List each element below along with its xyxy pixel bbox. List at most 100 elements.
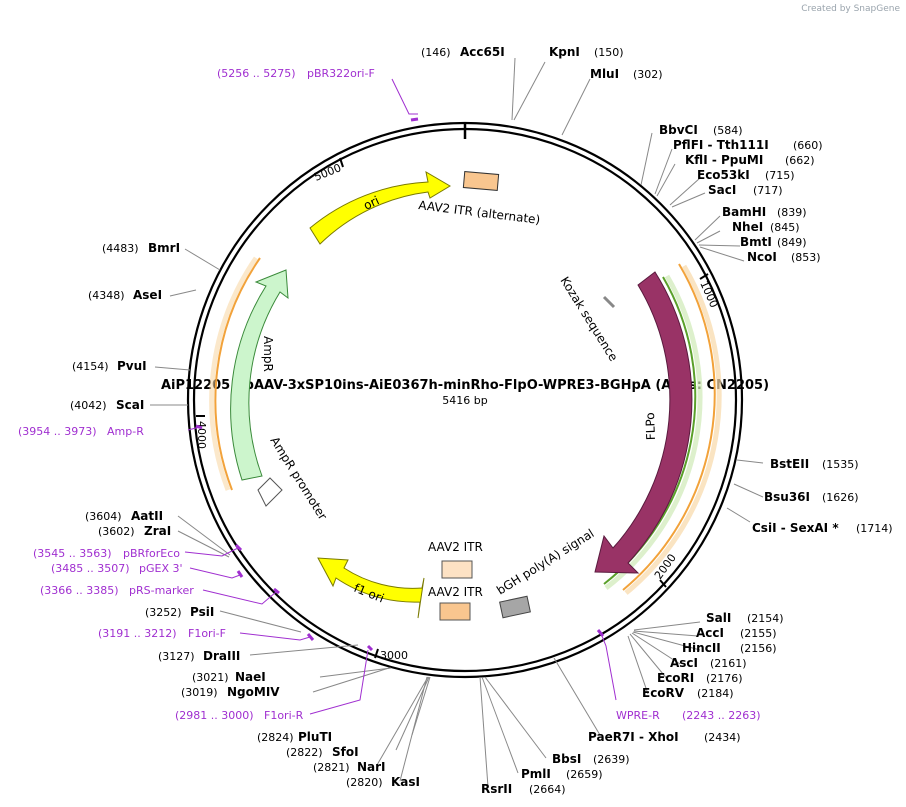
flpo-label: FLPo xyxy=(643,412,658,440)
aav2-itr-alt-feature[interactable] xyxy=(462,171,500,191)
ori-feature[interactable] xyxy=(309,171,451,245)
site-rsrii-pos: (2664) xyxy=(529,783,566,796)
kozak-feature[interactable] xyxy=(602,295,616,309)
primer-prs-marker-range: (3366 .. 3385) xyxy=(40,584,119,597)
tick-mark-3000 xyxy=(374,648,379,659)
site-sfoi-pos: (2822) xyxy=(286,746,323,759)
primer-wpre-r-range: (2243 .. 2263) xyxy=(682,709,761,722)
tick-mark-2000 xyxy=(659,579,667,588)
aav2-itr-1-feature[interactable] xyxy=(441,560,473,579)
orf-arc-orange-left xyxy=(214,257,261,491)
site-scai-pos: (4042) xyxy=(70,399,107,412)
site-hincii[interactable]: HincII xyxy=(682,641,721,655)
site-asei-pos: (4348) xyxy=(88,289,125,302)
tick-label-5000: 5000 xyxy=(312,161,343,184)
site-acci-pos: (2155) xyxy=(740,627,777,640)
site-psii-pos: (3252) xyxy=(145,606,182,619)
aav2-itr-1-label: AAV2 ITR xyxy=(428,540,483,554)
site-nhei[interactable]: NheI xyxy=(732,220,763,234)
site-kpni[interactable]: KpnI xyxy=(549,45,580,59)
site-hincii-pos: (2156) xyxy=(740,642,777,655)
site-acci[interactable]: AccI xyxy=(696,626,724,640)
site-bbsi[interactable]: BbsI xyxy=(552,752,581,766)
site-kfli-ppumi[interactable]: KflI - PpuMI xyxy=(685,153,763,167)
site-bamhi[interactable]: BamHI xyxy=(722,205,766,219)
primer-pgex3[interactable]: pGEX 3' xyxy=(139,562,183,575)
site-eco53ki[interactable]: Eco53kI xyxy=(697,168,750,182)
site-ngomiv[interactable]: NgoMIV xyxy=(227,685,280,699)
site-kasi[interactable]: KasI xyxy=(391,775,420,789)
site-pflfi-pos: (660) xyxy=(793,139,823,152)
orf-arc-orange-glow xyxy=(624,264,722,595)
f1-ori-feature[interactable] xyxy=(317,557,425,619)
snapgene-watermark: Created by SnapGene xyxy=(801,4,900,14)
site-ncoi-pos: (853) xyxy=(791,251,821,264)
site-bsteii-pos: (1535) xyxy=(822,458,859,471)
site-ecori-pos: (2176) xyxy=(706,672,743,685)
ampr-promoter-feature[interactable] xyxy=(257,477,283,507)
site-pvui[interactable]: PvuI xyxy=(117,359,147,373)
primer-pbrforeco[interactable]: pBRforEco xyxy=(123,547,180,560)
site-ngomiv-pos: (3019) xyxy=(181,686,218,699)
primer-f1ori-r[interactable]: F1ori-R xyxy=(264,709,304,722)
site-paer7i-xhoi[interactable]: PaeR7I - XhoI xyxy=(588,730,679,744)
site-nari-pos: (2821) xyxy=(313,761,350,774)
primer-pbrforeco-range: (3545 .. 3563) xyxy=(33,547,112,560)
site-asci[interactable]: AscI xyxy=(670,656,698,670)
site-zrai[interactable]: ZraI xyxy=(144,524,171,538)
site-draiii-pos: (3127) xyxy=(158,650,195,663)
ampr-feature[interactable] xyxy=(230,269,289,481)
primer-leader-lines xyxy=(184,78,617,715)
site-ecorv[interactable]: EcoRV xyxy=(642,686,685,700)
site-mlui[interactable]: MluI xyxy=(590,67,619,81)
aav2-itr-2-feature[interactable] xyxy=(439,602,471,621)
site-bsu36i[interactable]: Bsu36I xyxy=(764,490,810,504)
site-naei[interactable]: NaeI xyxy=(235,670,266,684)
kozak-label: Kozak sequence xyxy=(557,274,620,364)
site-bmri[interactable]: BmrI xyxy=(148,241,180,255)
site-ncoi[interactable]: NcoI xyxy=(747,250,777,264)
site-sali[interactable]: SalI xyxy=(706,611,731,625)
site-bbvci[interactable]: BbvCI xyxy=(659,123,698,137)
ori-label: ori xyxy=(361,193,381,212)
site-pmli[interactable]: PmlI xyxy=(521,767,551,781)
site-acc65i[interactable]: Acc65I xyxy=(460,45,505,59)
primer-amp-r[interactable]: Amp-R xyxy=(107,425,144,438)
site-aatii[interactable]: AatII xyxy=(131,509,163,523)
site-pflfi-tth111i[interactable]: PflFI - Tth111I xyxy=(673,138,769,152)
site-psii[interactable]: PsiI xyxy=(190,605,214,619)
site-csii-pos: (1714) xyxy=(856,522,893,535)
site-ecori[interactable]: EcoRI xyxy=(657,671,694,685)
site-scai[interactable]: ScaI xyxy=(116,398,144,412)
site-bmti-pos: (849) xyxy=(777,236,807,249)
plasmid-size: 5416 bp xyxy=(442,394,487,407)
site-rsrii[interactable]: RsrII xyxy=(481,782,512,796)
site-nari[interactable]: NarI xyxy=(357,760,386,774)
primer-wpre-r[interactable]: WPRE-R xyxy=(616,709,660,722)
site-pmli-pos: (2659) xyxy=(566,768,603,781)
site-kpni-pos: (150) xyxy=(594,46,624,59)
site-asei[interactable]: AseI xyxy=(133,288,162,302)
site-csii-sexai[interactable]: CsiI - SexAI * xyxy=(752,521,839,535)
primer-pbr322ori-f[interactable]: pBR322ori-F xyxy=(307,67,375,80)
primer-prs-marker[interactable]: pRS-marker xyxy=(129,584,194,597)
site-kasi-pos: (2820) xyxy=(346,776,383,789)
site-bsteii[interactable]: BstEII xyxy=(770,457,809,471)
orf-arc-green-glow xyxy=(604,274,703,590)
site-sfoi[interactable]: SfoI xyxy=(332,745,359,759)
aav2-itr-alt-label: AAV2 ITR (alternate) xyxy=(418,198,541,227)
site-bsu36i-pos: (1626) xyxy=(822,491,859,504)
site-saci[interactable]: SacI xyxy=(708,183,736,197)
flpo-feature[interactable] xyxy=(594,271,693,574)
site-bmri-pos: (4483) xyxy=(102,242,139,255)
bgh-polya-feature[interactable] xyxy=(499,595,531,619)
tick-mark-1000 xyxy=(699,273,709,280)
site-pluti[interactable]: PluTI xyxy=(298,730,332,744)
site-draiii[interactable]: DraIII xyxy=(203,649,240,663)
orf-arc-orange-left-glow xyxy=(209,256,259,491)
primer-f1ori-f[interactable]: F1ori-F xyxy=(188,627,226,640)
site-bmti[interactable]: BmtI xyxy=(740,235,772,249)
site-kfli-pos: (662) xyxy=(785,154,815,167)
site-nhei-pos: (845) xyxy=(770,221,800,234)
